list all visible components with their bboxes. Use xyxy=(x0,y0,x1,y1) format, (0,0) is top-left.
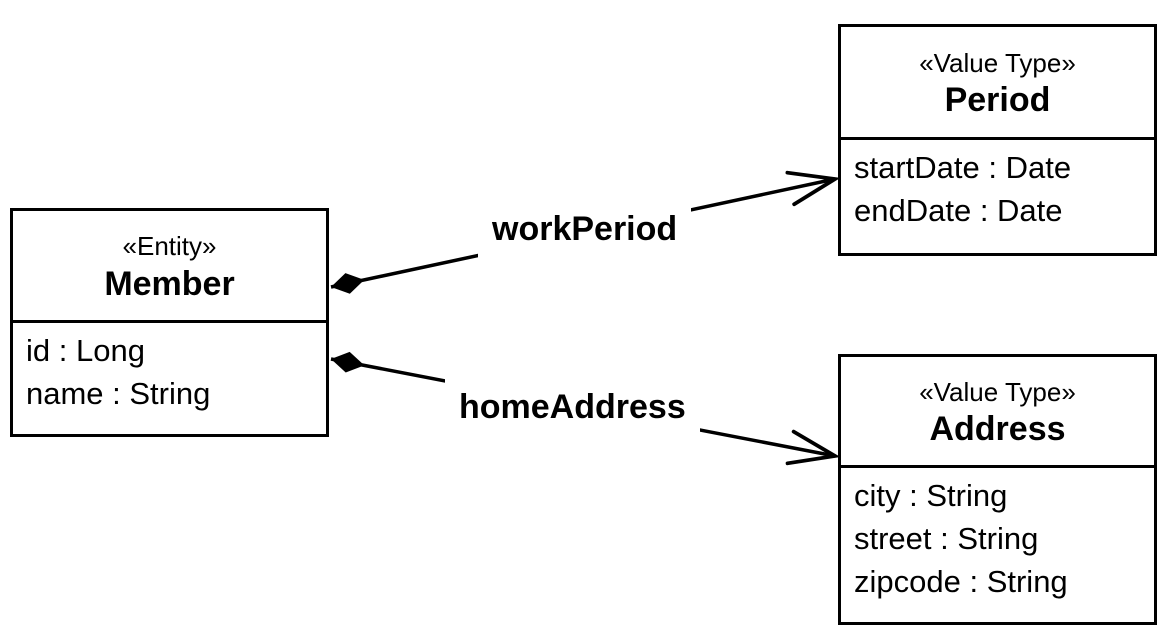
attribute-item: endDate : Date xyxy=(854,192,1063,228)
attribute-item: id : Long xyxy=(26,333,145,368)
relation-label-homeaddress: homeAddress xyxy=(445,378,700,437)
stereotype-label: «Entity» xyxy=(122,231,217,261)
attribute-compartment: startDate : Date endDate : Date xyxy=(841,140,1154,253)
class-box-address: «Value Type» Address city : String stree… xyxy=(838,354,1157,625)
relation-label-workperiod: workPeriod xyxy=(478,200,692,259)
class-header: «Value Type» Address xyxy=(841,357,1154,468)
attribute-compartment: id : Long name : String xyxy=(13,323,326,434)
class-header: «Entity» Member xyxy=(13,211,326,323)
stereotype-label: «Value Type» xyxy=(919,47,1076,78)
class-name: Period xyxy=(944,81,1051,119)
class-box-member: «Entity» Member id : Long name : String xyxy=(10,208,329,437)
class-name: Address xyxy=(929,410,1066,448)
attribute-item: name : String xyxy=(26,375,211,411)
class-header: «Value Type» Period xyxy=(841,27,1154,140)
class-name: Member xyxy=(104,264,235,303)
attribute-compartment: city : String street : String zipcode : … xyxy=(841,468,1154,622)
attribute-item: street : String xyxy=(854,520,1039,556)
attribute-item: city : String xyxy=(854,478,1008,513)
class-box-period: «Value Type» Period startDate : Date end… xyxy=(838,24,1157,256)
stereotype-label: «Value Type» xyxy=(919,376,1076,407)
attribute-item: zipcode : String xyxy=(854,563,1068,599)
attribute-item: startDate : Date xyxy=(854,150,1072,185)
